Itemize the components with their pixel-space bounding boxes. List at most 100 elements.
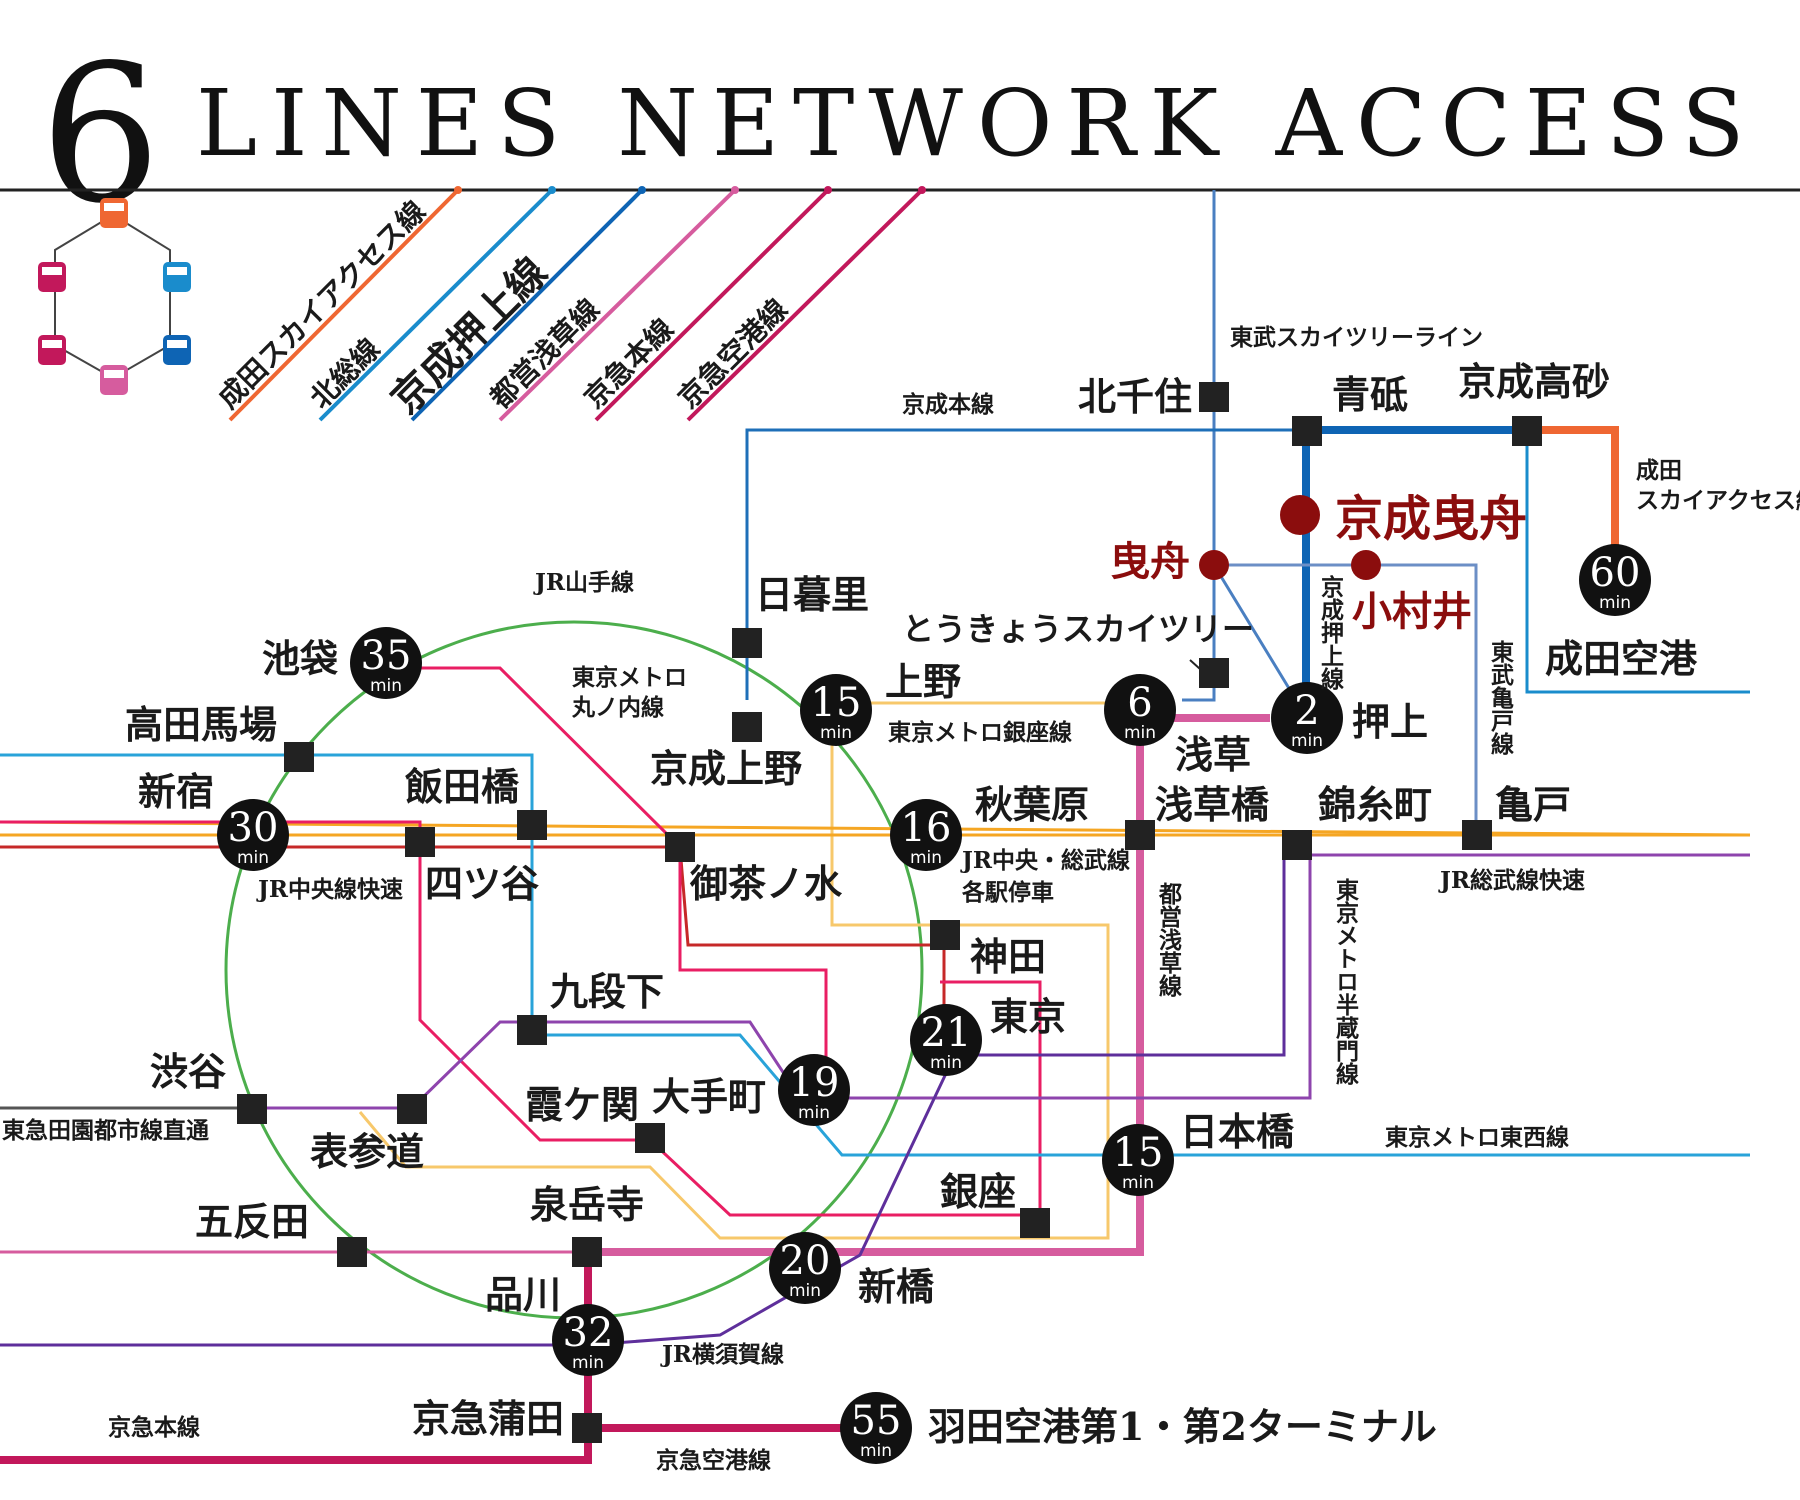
svg-text:min: min bbox=[860, 1441, 892, 1461]
station-label: 新橋 bbox=[858, 1264, 934, 1309]
svg-text:min: min bbox=[1122, 1173, 1154, 1193]
station-label: 泉岳寺 bbox=[530, 1182, 644, 1227]
station-label-highlight: 曳舟 bbox=[1110, 538, 1190, 585]
hikifune-marker bbox=[1199, 550, 1229, 580]
station-label: 東京 bbox=[990, 994, 1066, 1039]
station-label: 御茶ノ水 bbox=[689, 861, 843, 906]
svg-text:min: min bbox=[820, 723, 852, 743]
omurai-marker bbox=[1351, 550, 1381, 580]
line-label: 丸ノ内線 bbox=[571, 694, 664, 721]
line-label: スカイアクセス線 bbox=[1636, 487, 1800, 514]
station-label: 大手町 bbox=[652, 1074, 766, 1119]
station-label: 押上 bbox=[1352, 699, 1428, 744]
svg-text:55: 55 bbox=[851, 1398, 902, 1444]
svg-text:16: 16 bbox=[901, 805, 952, 851]
line-label: JR総武線快速 bbox=[1438, 867, 1585, 894]
station-label: 表参道 bbox=[310, 1129, 424, 1174]
svg-text:min: min bbox=[789, 1281, 821, 1301]
train-orange-icon bbox=[100, 198, 128, 228]
svg-text:min: min bbox=[370, 676, 402, 696]
line-label: 東京メトロ bbox=[572, 664, 687, 691]
station-label: 池袋 bbox=[262, 636, 338, 681]
line-label: 東京メトロ銀座線 bbox=[888, 719, 1072, 746]
station-label: 日暮里 bbox=[755, 572, 869, 617]
svg-text:min: min bbox=[1599, 593, 1631, 613]
train-blue-icon bbox=[163, 335, 191, 365]
svg-text:6: 6 bbox=[1127, 680, 1152, 726]
line-label: 成田 bbox=[1636, 457, 1682, 484]
keisei-hikifune-marker bbox=[1280, 495, 1320, 535]
station-label: 京成上野 bbox=[650, 746, 802, 791]
legend-lines bbox=[228, 186, 926, 422]
station-label: 霞ケ関 bbox=[525, 1082, 639, 1127]
station-label: 新宿 bbox=[138, 769, 214, 814]
svg-text:15: 15 bbox=[811, 680, 862, 726]
station-label: 高田馬場 bbox=[125, 702, 277, 747]
station-label: 浅草 bbox=[1175, 732, 1251, 777]
station-label: 青砥 bbox=[1332, 372, 1408, 417]
svg-text:35: 35 bbox=[361, 633, 412, 679]
station-label: 亀戸 bbox=[1495, 782, 1571, 827]
svg-text:min: min bbox=[237, 848, 269, 868]
station-label: 京成高砂 bbox=[1458, 359, 1610, 404]
station-label: 神田 bbox=[970, 934, 1046, 979]
station-label: 上野 bbox=[885, 659, 961, 704]
svg-text:32: 32 bbox=[563, 1310, 614, 1356]
train-pink-icon bbox=[100, 365, 128, 395]
svg-text:60: 60 bbox=[1590, 550, 1641, 596]
station-label: 品川 bbox=[485, 1272, 561, 1317]
svg-text:21: 21 bbox=[921, 1010, 972, 1056]
line-label: 京急空港線 bbox=[656, 1447, 771, 1474]
svg-text:min: min bbox=[930, 1053, 962, 1073]
station-label-highlight: 小村井 bbox=[1352, 588, 1472, 635]
station-label: とうきょうスカイツリー bbox=[902, 610, 1254, 648]
station-label: 銀座 bbox=[940, 1169, 1016, 1214]
station-label: 北千住 bbox=[1078, 374, 1192, 419]
station-label: 飯田橋 bbox=[405, 764, 519, 809]
train-blue-icon bbox=[163, 262, 191, 292]
skytree-pointer bbox=[1189, 659, 1211, 679]
station-label: 九段下 bbox=[550, 969, 664, 1014]
line-label: 東京メトロ半蔵門線 bbox=[1332, 878, 1360, 1086]
train-hexagon-icon bbox=[38, 198, 191, 395]
station-markers bbox=[237, 382, 1542, 1443]
line-label: 東急田園都市線直通 bbox=[2, 1117, 209, 1144]
line-label: 京急本線 bbox=[108, 1414, 200, 1441]
title-text: LINES NETWORK ACCESS bbox=[196, 70, 1758, 177]
svg-text:30: 30 bbox=[228, 805, 279, 851]
svg-text:15: 15 bbox=[1113, 1130, 1164, 1176]
station-label: 日本橋 bbox=[1180, 1109, 1294, 1154]
station-label: 秋葉原 bbox=[975, 782, 1089, 827]
line-label: 各駅停車 bbox=[961, 879, 1054, 906]
station-label: 四ツ谷 bbox=[425, 861, 539, 906]
svg-text:20: 20 bbox=[780, 1238, 831, 1284]
svg-text:min: min bbox=[1124, 723, 1156, 743]
line-label: 京成押上線 bbox=[1317, 574, 1345, 691]
line-label: JR中央線快速 bbox=[256, 876, 403, 903]
line-label: 京成本線 bbox=[902, 391, 994, 418]
station-label-highlight: 京成曳舟 bbox=[1335, 491, 1527, 547]
line-label: 都営浅草線 bbox=[1155, 882, 1184, 998]
svg-text:min: min bbox=[572, 1353, 604, 1373]
line-label: JR横須賀線 bbox=[660, 1341, 784, 1368]
station-label: 成田空港 bbox=[1545, 636, 1698, 681]
line-label: 東武亀戸線 bbox=[1487, 640, 1515, 756]
station-label: 京急蒲田 bbox=[412, 1396, 564, 1441]
legend-label-keikyu-airport: 京急空港線 bbox=[672, 293, 794, 415]
line-label: JR中央・総武線 bbox=[960, 847, 1130, 874]
station-label: 渋谷 bbox=[150, 1049, 226, 1094]
svg-text:2: 2 bbox=[1294, 688, 1319, 734]
svg-text:min: min bbox=[798, 1103, 830, 1123]
